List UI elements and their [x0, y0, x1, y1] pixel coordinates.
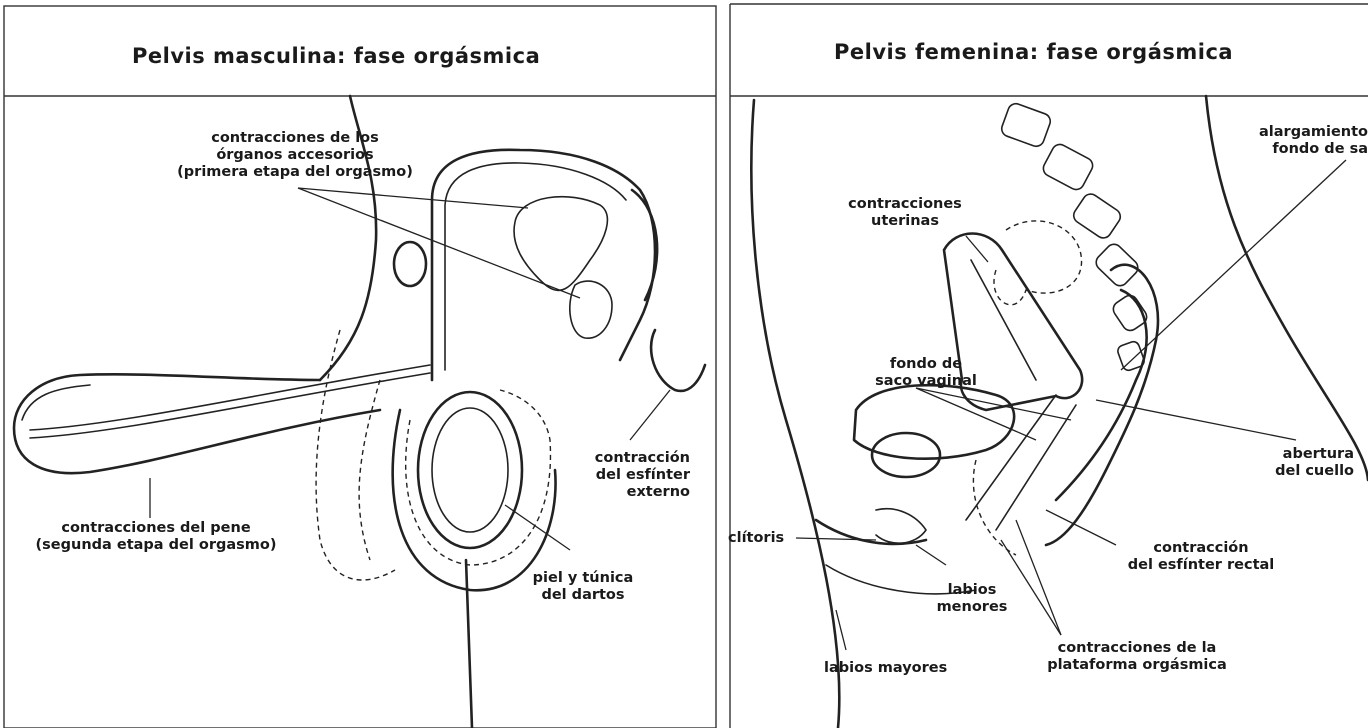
- label-dartos: piel y túnica del dartos: [518, 570, 648, 604]
- seminal-vesicle: [514, 197, 607, 291]
- vertebra-1: [1000, 102, 1053, 149]
- vertebra-2: [1041, 142, 1096, 193]
- label-labia-minora: labios menores: [922, 582, 1022, 616]
- label-penis-contractions: contracciones del pene (segunda etapa de…: [14, 520, 298, 554]
- clitoris-shape: [876, 509, 926, 544]
- label-rectal-sphincter: contracción del esfínter rectal: [1106, 540, 1296, 574]
- male-diagram-panel: Pelvis masculina: fase orgásmica contrac…: [0, 0, 720, 728]
- female-diagram-panel: Pelvis femenina: fase orgásmica alargami…: [726, 0, 1368, 728]
- label-cervix-opening: abertura del cuello: [1226, 446, 1354, 480]
- female-pelvis-drawing: [726, 0, 1368, 728]
- label-labia-majora: labios mayores: [824, 660, 947, 677]
- label-vaginal-fornix: fondo de saco vaginal: [866, 356, 986, 390]
- vertebra-5: [1110, 292, 1149, 333]
- label-external-sphincter: contracción del esfínter externo: [560, 450, 690, 501]
- thigh-line: [466, 560, 472, 728]
- ovary-contracted: [994, 221, 1082, 305]
- abdomen-contour: [751, 100, 839, 728]
- label-elongation: alargamiento fondo de sa: [1206, 124, 1368, 158]
- label-clitoris: clítoris: [728, 530, 784, 547]
- male-frame: [4, 6, 716, 728]
- flaccid-outline: [316, 330, 395, 580]
- female-title: Pelvis femenina: fase orgásmica: [834, 40, 1233, 64]
- male-pelvis-drawing: [0, 0, 720, 728]
- pubic-bone: [394, 242, 426, 286]
- vertebra-3: [1071, 191, 1124, 241]
- scrotum-contracted: [406, 390, 551, 565]
- label-orgasmic-platform: contracciones de la plataforma orgásmica: [1022, 640, 1252, 674]
- bladder-wall: [432, 150, 655, 380]
- panel-gutter: [720, 0, 726, 728]
- male-title: Pelvis masculina: fase orgásmica: [132, 44, 540, 68]
- scrotum-skin: [393, 410, 556, 590]
- testis: [418, 392, 522, 548]
- label-uterine-contractions: contracciones uterinas: [830, 196, 980, 230]
- label-accessory-organs: contracciones de los órganos accesorios …: [170, 130, 420, 181]
- penis-outline: [14, 374, 380, 473]
- anus: [651, 330, 705, 391]
- prostate: [570, 281, 612, 338]
